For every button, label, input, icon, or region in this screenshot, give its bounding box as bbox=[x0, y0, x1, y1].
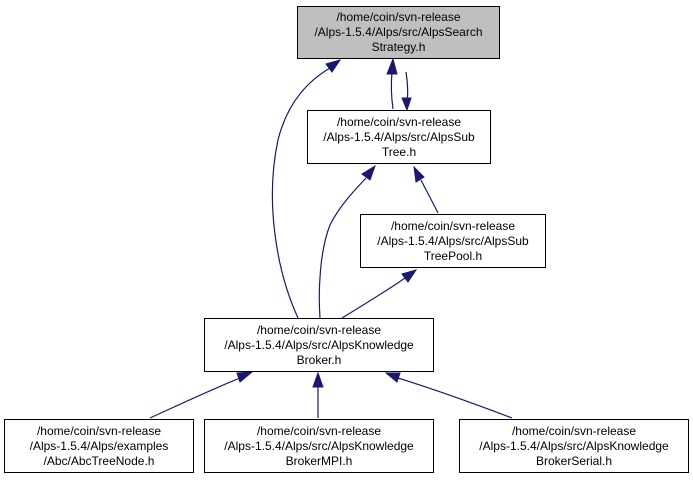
edge-treenode-to-broker bbox=[149, 377, 241, 419]
edge-broker-to-search bbox=[271, 67, 331, 319]
edge-broker-to-subtreepool-arrow bbox=[401, 269, 418, 283]
edge-broker-to-search-arrow bbox=[325, 59, 342, 73]
edge-brokerserial-to-broker bbox=[397, 377, 513, 419]
edge-brokermpi-to-broker-arrow bbox=[312, 371, 324, 388]
edge-subtree-to-search bbox=[390, 71, 394, 110]
edge-subtreepool-to-subtree bbox=[420, 179, 439, 214]
edge-treenode-to-broker-arrow bbox=[236, 371, 254, 383]
node-knowledge-broker-serial[interactable]: /home/coin/svn-release /Alps-1.5.4/Alps/… bbox=[459, 419, 689, 473]
node-knowledge-broker-mpi-line-2: /Alps-1.5.4/Alps/src/AlpsKnowledge bbox=[224, 438, 414, 453]
edge-broker-to-subtree-arrow bbox=[361, 164, 376, 181]
node-knowledge-broker-serial-line-2: /Alps-1.5.4/Alps/src/AlpsKnowledge bbox=[479, 438, 669, 453]
node-abc-tree-node-line-3: /Abc/AbcTreeNode.h bbox=[43, 453, 155, 468]
node-knowledge-broker-line-1: /home/coin/svn-release bbox=[256, 322, 382, 337]
node-abc-tree-node-line-2: /Alps-1.5.4/Alps/examples bbox=[29, 438, 169, 453]
node-knowledge-broker-serial-line-3: BrokerSerial.h bbox=[535, 453, 613, 468]
node-subtree-pool-line-3: TreePool.h bbox=[423, 248, 483, 263]
node-knowledge-broker-serial-line-1: /home/coin/svn-release bbox=[511, 423, 637, 438]
edge-search-to-subtree bbox=[405, 71, 409, 101]
node-knowledge-broker-line-2: /Alps-1.5.4/Alps/src/AlpsKnowledge bbox=[224, 337, 414, 352]
node-knowledge-broker-mpi-line-3: BrokerMPI.h bbox=[285, 453, 353, 468]
node-knowledge-broker-mpi-line-1: /home/coin/svn-release bbox=[256, 423, 382, 438]
node-knowledge-broker[interactable]: /home/coin/svn-release /Alps-1.5.4/Alps/… bbox=[204, 318, 434, 372]
edge-broker-to-subtreepool bbox=[341, 277, 406, 319]
node-subtree-pool-line-1: /home/coin/svn-release bbox=[390, 218, 516, 233]
node-subtree-pool-line-2: /Alps-1.5.4/Alps/src/AlpsSub bbox=[377, 233, 529, 248]
edge-subtree-to-search-arrow bbox=[386, 57, 398, 75]
edge-search-to-subtree-arrow bbox=[401, 97, 412, 112]
edge-subtreepool-to-subtree-arrow bbox=[413, 165, 425, 183]
node-abc-tree-node-line-1: /home/coin/svn-release bbox=[36, 423, 162, 438]
node-abc-tree-node[interactable]: /home/coin/svn-release /Alps-1.5.4/Alps/… bbox=[4, 419, 194, 473]
node-subtree-line-3: Tree.h bbox=[381, 144, 417, 159]
node-subtree-line-2: /Alps-1.5.4/Alps/src/AlpsSub bbox=[323, 129, 475, 144]
node-search-strategy-line-1: /home/coin/svn-release bbox=[336, 10, 461, 24]
node-search-strategy: /home/coin/svn-release /Alps-1.5.4/Alps/… bbox=[297, 6, 500, 59]
edge-brokerserial-to-broker-arrow bbox=[384, 372, 401, 383]
node-subtree-pool[interactable]: /home/coin/svn-release /Alps-1.5.4/Alps/… bbox=[360, 214, 546, 268]
node-search-strategy-line-2: /Alps-1.5.4/Alps/src/AlpsSearch bbox=[314, 25, 483, 39]
node-search-strategy-line-3: Strategy.h bbox=[371, 40, 426, 54]
node-subtree-line-1: /home/coin/svn-release bbox=[336, 114, 462, 129]
edge-broker-to-subtree bbox=[318, 177, 367, 319]
node-subtree[interactable]: /home/coin/svn-release /Alps-1.5.4/Alps/… bbox=[307, 110, 491, 164]
node-knowledge-broker-mpi[interactable]: /home/coin/svn-release /Alps-1.5.4/Alps/… bbox=[204, 419, 434, 473]
node-knowledge-broker-line-3: Broker.h bbox=[296, 352, 342, 367]
